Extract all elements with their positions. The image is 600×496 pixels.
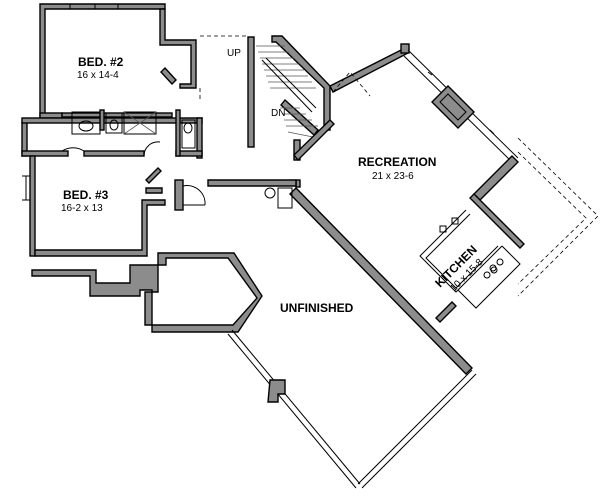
bedroom-2-label: BED. #2	[78, 55, 124, 69]
recreation-label: RECREATION	[358, 155, 436, 169]
kitchen-counter	[419, 209, 521, 309]
kitchen-walls	[435, 155, 525, 323]
windows-bed3	[22, 175, 30, 201]
stairs-down-label: DN	[271, 108, 285, 119]
stairs-up-label: UP	[227, 48, 241, 59]
bedroom-3-dimensions: 16-2 x 13	[61, 203, 103, 214]
bedroom-3-walls	[29, 155, 206, 257]
fireplace	[431, 85, 475, 129]
bedroom-2-dimensions: 16 x 14-4	[77, 70, 119, 81]
stair-walls	[247, 35, 331, 161]
recreation-dimensions: 21 x 23-6	[372, 171, 414, 182]
hall-dashed	[199, 35, 248, 100]
unfinished-outline	[227, 187, 477, 489]
unfinished-label: UNFINISHED	[280, 301, 354, 315]
windows-bed2	[69, 4, 119, 9]
bedroom-3-label: BED. #3	[63, 188, 109, 202]
recreation-walls	[293, 43, 410, 188]
recreation-outline	[332, 49, 519, 163]
deck-dashed	[517, 137, 599, 297]
bath-fixtures	[61, 111, 196, 157]
